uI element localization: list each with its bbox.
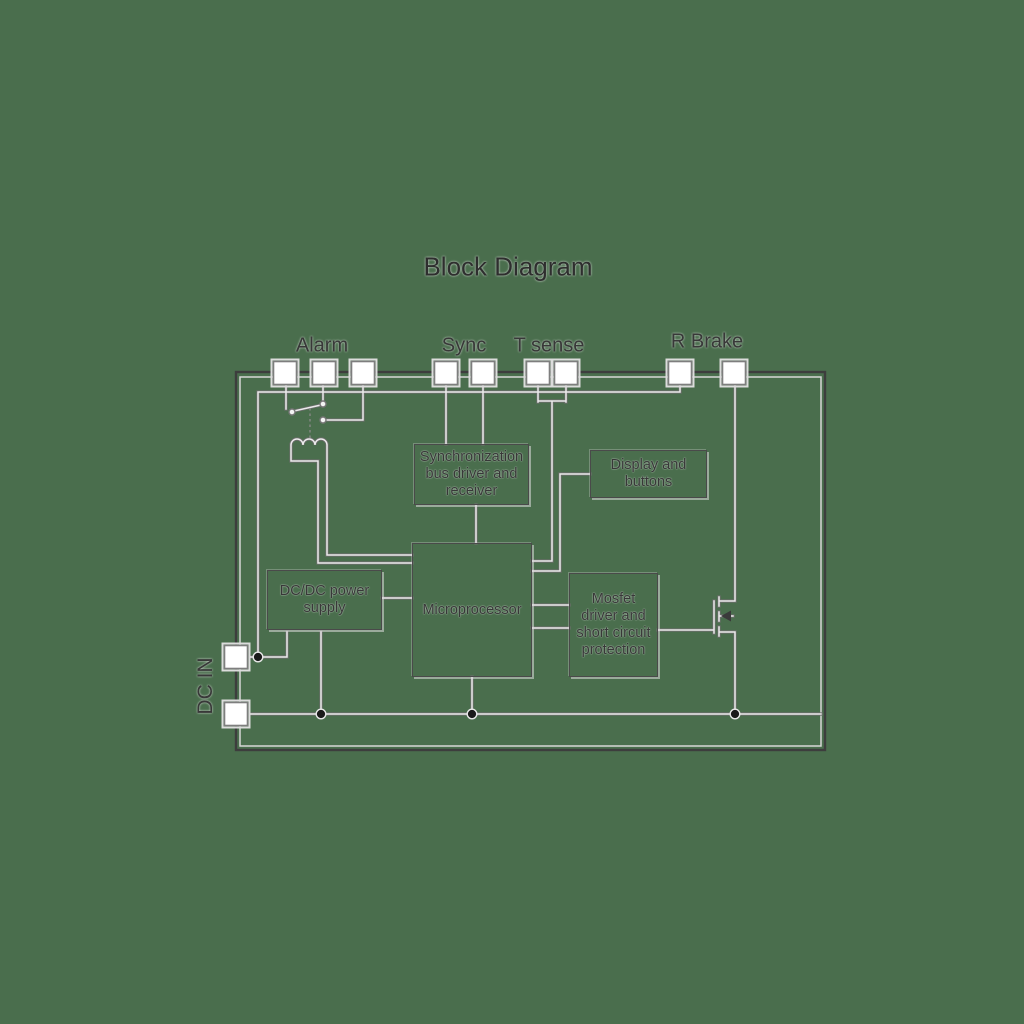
relay-contact-no [319, 416, 327, 424]
block-label-line: short circuit [576, 625, 651, 641]
block-label-line: Mosfet [591, 591, 636, 607]
block-label-line: receiver [445, 483, 498, 499]
block-label-line: driver and [581, 608, 646, 624]
block-label-line: Microprocessor [422, 601, 522, 618]
page-title: Block Diagram [423, 251, 593, 282]
port-label-sync: Sync [441, 334, 487, 357]
block-label-line: DC/DC power [279, 583, 370, 599]
terminal-alarm-3 [348, 358, 378, 388]
block-dcdc-power-supply: DC/DC power supply [267, 570, 382, 630]
block-label-line: Display and [610, 457, 687, 473]
terminal-alarm-1 [270, 358, 300, 388]
wires-core [249, 384, 822, 715]
port-label-t-sense: T sense [513, 334, 585, 357]
mosfet-body-arrow [721, 610, 731, 622]
junction-dot [466, 708, 478, 720]
port-label-dc-in: DC IN [194, 657, 217, 715]
relay-contact-common [288, 408, 296, 416]
relay-contact-pivot [319, 400, 327, 408]
terminal-r-brake-2 [719, 358, 749, 388]
port-label-r-brake: R Brake [670, 330, 744, 353]
block-microprocessor: Microprocessor [412, 543, 532, 677]
terminal-dc-in-minus [221, 699, 251, 729]
junction-dot [315, 708, 327, 720]
junction-dot [252, 651, 264, 663]
port-label-alarm: Alarm [295, 334, 349, 357]
junction-dot [729, 708, 741, 720]
terminal-alarm-2 [309, 358, 339, 388]
block-mosfet-driver: Mosfet driver and short circuit protecti… [569, 573, 658, 677]
terminal-r-brake-1 [665, 358, 695, 388]
terminal-t-sense-1 [523, 358, 553, 388]
terminal-sync-2 [468, 358, 498, 388]
terminal-sync-1 [431, 358, 461, 388]
block-label-line: Synchronization [419, 449, 524, 465]
block-sync-bus-driver: Synchronization bus driver and receiver [414, 444, 529, 505]
block-label-line: protection [581, 642, 646, 658]
block-label-line: buttons [624, 474, 673, 490]
block-label-line: supply [303, 600, 346, 616]
terminal-t-sense-2 [551, 358, 581, 388]
block-display-buttons: Display and buttons [590, 450, 707, 498]
terminal-dc-in-plus [221, 642, 251, 672]
block-label-line: bus driver and [425, 466, 518, 482]
